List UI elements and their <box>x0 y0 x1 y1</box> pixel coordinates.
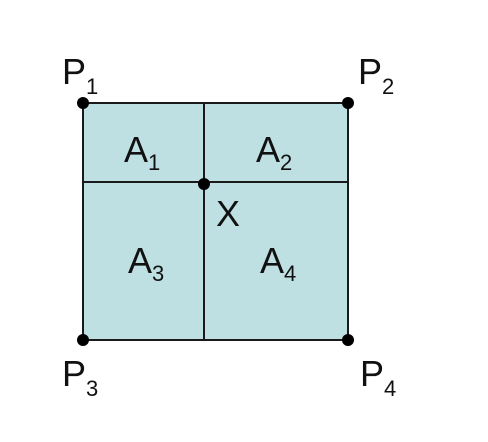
point-p1 <box>77 97 89 109</box>
cell-square <box>82 102 349 341</box>
point-p2 <box>342 97 354 109</box>
label-p2: P2 <box>358 51 394 99</box>
label-p1: P1 <box>62 51 98 99</box>
label-p3: P3 <box>62 353 98 401</box>
label-p4: P4 <box>360 353 396 401</box>
label-a2: A2 <box>256 129 292 175</box>
point-p3 <box>77 334 89 346</box>
label-a3: A3 <box>128 240 164 286</box>
point-p4 <box>342 334 354 346</box>
label-x: X <box>216 193 240 234</box>
label-a1: A1 <box>124 129 160 175</box>
point-x <box>198 178 210 190</box>
label-a4: A4 <box>260 240 296 286</box>
